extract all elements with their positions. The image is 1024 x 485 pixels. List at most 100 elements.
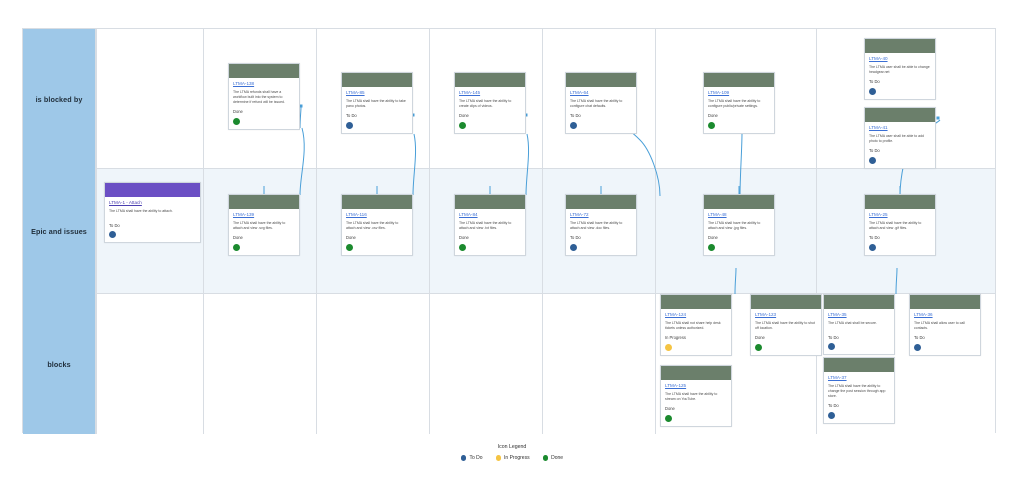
status-dot-todo-icon [460, 455, 467, 461]
epic-card-header [105, 183, 200, 197]
column-separator [429, 29, 430, 434]
issue-key-link[interactable]: LTMA-48 [708, 212, 727, 217]
issue-description: The LTMA chat shall be secure. [828, 320, 877, 325]
legend-label: To Do [469, 455, 483, 461]
column-separator [316, 29, 317, 434]
column-separator [203, 29, 204, 434]
status-in-progress-icon [665, 343, 672, 351]
issue-description: The LTMA shall have the ability to strea… [665, 391, 718, 401]
issue-key-link[interactable]: LTMA-40 [869, 56, 888, 61]
status-done-icon [459, 243, 466, 251]
issue-key-link[interactable]: LTMA-85 [346, 90, 365, 95]
icon-legend: Icon Legend To Do In Progress Done [0, 444, 1024, 461]
issue-card-header [865, 39, 935, 53]
issue-description: The LTMA shall have the ability to attac… [109, 208, 173, 213]
issue-card-header [566, 195, 636, 209]
issue-key-link[interactable]: LTMA-139 [233, 212, 255, 217]
issue-card-header [865, 195, 935, 209]
issue-key-link[interactable]: LTMA-72 [570, 212, 589, 217]
issue-status-label: To Do [828, 334, 839, 340]
issue-status-label: To Do [570, 234, 581, 240]
issue-key-link[interactable]: LTMA-25 [869, 212, 888, 217]
issue-key-link[interactable]: LTMA-124 [665, 312, 687, 317]
issue-key-link[interactable]: LTMA-36 [914, 312, 933, 317]
issue-description: The LTMA shall have the ability to creat… [459, 98, 512, 108]
issue-card-header [704, 195, 774, 209]
issue-key-link[interactable]: LTMA-35 [828, 312, 847, 317]
issue-status-label: Done [459, 112, 469, 118]
issue-status-label: To Do [570, 112, 581, 118]
issue-card-header [661, 366, 731, 380]
issue-description: The LTMA refunds shall have a workflow b… [233, 89, 285, 104]
row-label-text: is blocked by [35, 94, 83, 104]
issue-status-label: To Do [109, 222, 120, 228]
legend-item-in-progress: In Progress [495, 455, 530, 461]
issue-key-link[interactable]: LTMA-123 [755, 312, 777, 317]
issue-key-link[interactable]: LTMA-145 [459, 90, 481, 95]
issue-key-link[interactable]: LTMA-109 [708, 90, 730, 95]
issue-description: The LTMA shall not share help desk ticke… [665, 320, 721, 330]
issue-key-link[interactable]: LTMA-84 [459, 212, 478, 217]
issue-description: The LTMA shall have the ability to chang… [828, 383, 886, 398]
status-todo-icon [828, 411, 835, 419]
status-done-icon [346, 243, 353, 251]
issue-description: The LTMA shall have the ability to confi… [570, 98, 623, 108]
issue-card-header [229, 64, 299, 78]
status-todo-icon [570, 243, 577, 251]
row-band-is-blocked-by [23, 29, 995, 169]
status-todo-icon [109, 231, 116, 239]
issue-status-label: Done [755, 334, 765, 340]
issue-description: The LTMA shall have the ability to attac… [346, 220, 399, 230]
issue-key-link[interactable]: LTMA-116 [346, 212, 367, 217]
issue-card-header [824, 295, 894, 309]
issue-key-link[interactable]: LTMA-1 - Attach [109, 200, 142, 205]
issue-key-link[interactable]: LTMA-37 [828, 375, 847, 380]
issue-key-link[interactable]: LTMA-64 [570, 90, 589, 95]
issue-status-label: Done [708, 234, 718, 240]
issue-key-link[interactable]: LTMA-138 [233, 81, 255, 86]
issue-card-header [229, 195, 299, 209]
issue-key-link[interactable]: LTMA-41 [869, 125, 888, 130]
issue-card-header [910, 295, 980, 309]
issue-status-label: Done [233, 234, 243, 240]
issue-status-label: To Do [869, 78, 880, 84]
status-dot-in-progress-icon [495, 455, 502, 461]
issue-card-header [661, 295, 731, 309]
status-done-icon [233, 117, 240, 125]
issue-status-label: Done [233, 108, 243, 114]
issue-key-link[interactable]: LTMA-125 [665, 383, 687, 388]
issue-card-header [342, 73, 412, 87]
legend-item-done: Done [542, 455, 563, 461]
row-label-text: Epic and issues [31, 227, 87, 236]
status-done-icon [755, 343, 762, 351]
issue-card-header [751, 295, 821, 309]
status-done-icon [459, 121, 466, 129]
